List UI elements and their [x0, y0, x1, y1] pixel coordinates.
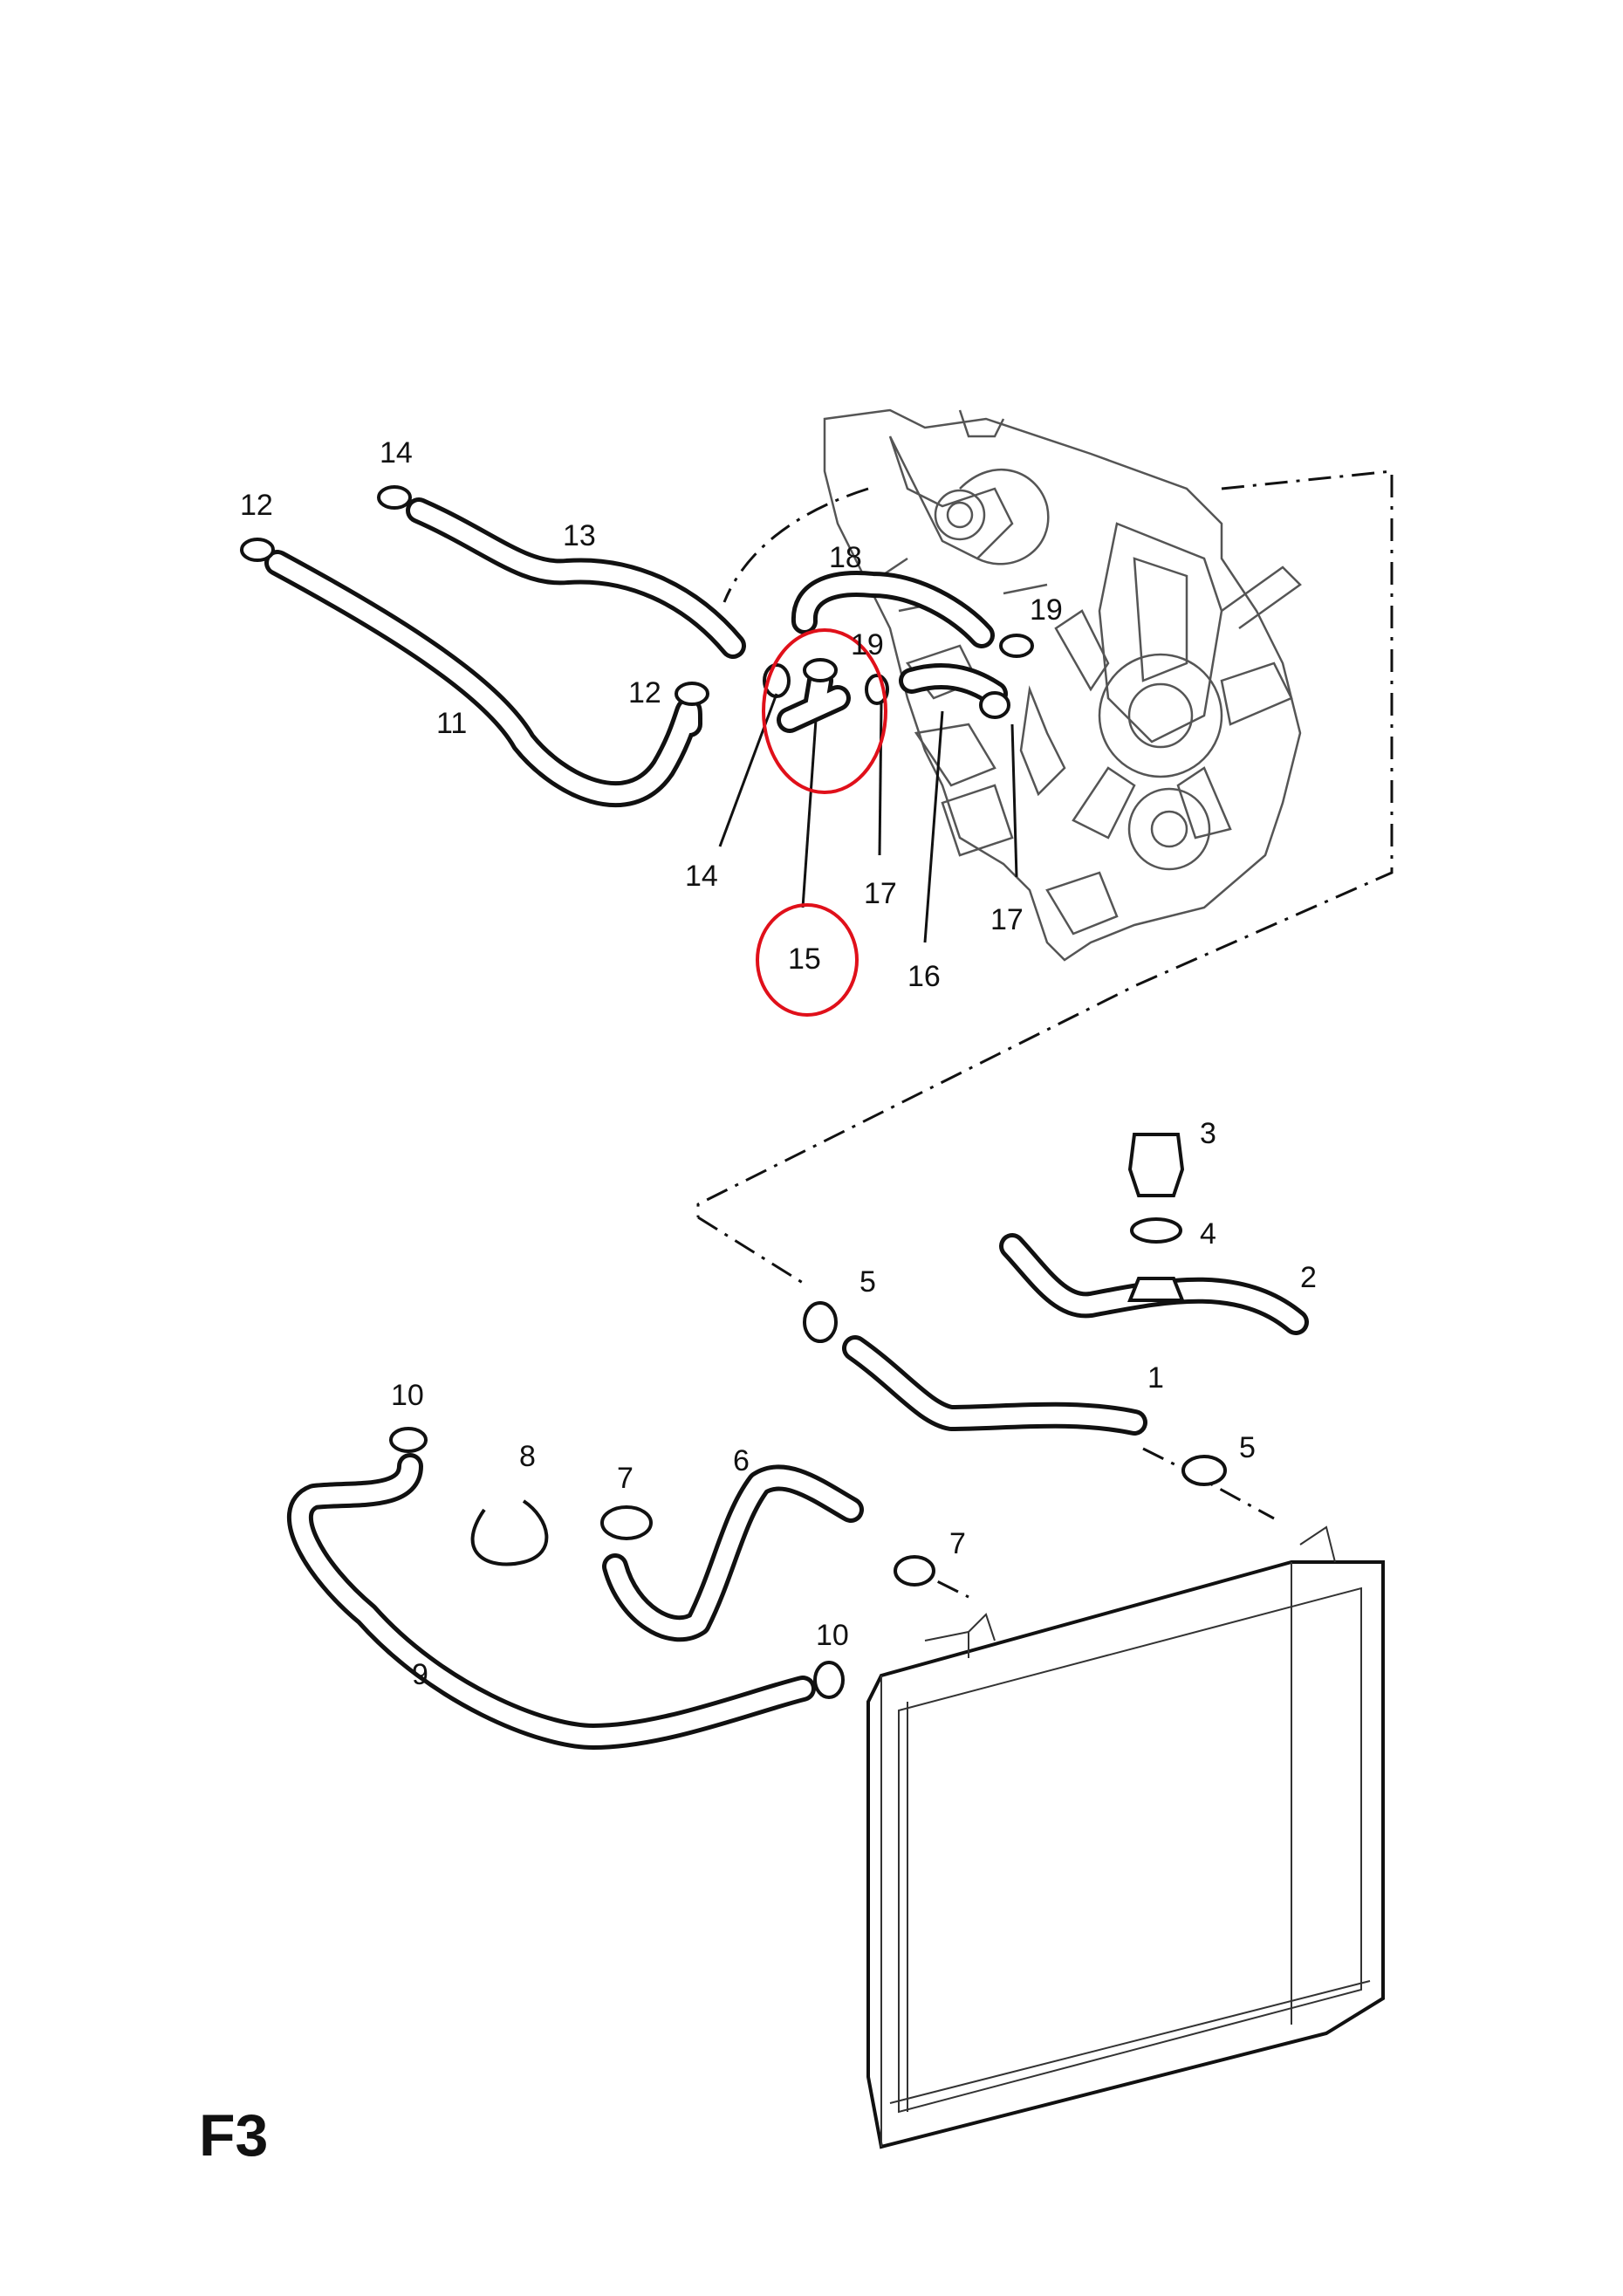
sheet-code: F3	[199, 2102, 268, 2169]
clamp-10-top	[389, 1427, 428, 1453]
clamp-14-top	[377, 485, 412, 510]
clamp-5-upper	[803, 1301, 838, 1343]
callout-12-mid: 12	[628, 676, 661, 709]
callout-12-upper: 12	[240, 489, 273, 522]
callout-18: 18	[829, 541, 862, 574]
clamp-5-lower	[1181, 1455, 1227, 1486]
clamp-12-mid	[675, 682, 709, 706]
hose-9	[286, 1453, 816, 1750]
callout-1: 1	[1147, 1361, 1164, 1395]
cap-3	[1127, 1133, 1185, 1197]
callout-7-left: 7	[617, 1462, 633, 1495]
clamp-19-right	[999, 634, 1034, 658]
callout-16: 16	[907, 960, 941, 993]
radiator	[866, 1525, 1385, 2149]
callout-19-right: 19	[1030, 593, 1063, 627]
clamp-7-left	[600, 1505, 653, 1540]
callout-2: 2	[1300, 1261, 1317, 1294]
clamp-8	[470, 1499, 549, 1566]
callouts: 14 12 13 18 19 19 12 11 14 17 17 15 16 3…	[240, 436, 1317, 1691]
clamp-19-mid	[803, 658, 838, 682]
callout-4: 4	[1200, 1217, 1216, 1251]
upper-leaders	[718, 693, 1018, 943]
clamp-12-top	[240, 538, 275, 562]
callout-6: 6	[733, 1444, 750, 1477]
callout-15: 15	[788, 942, 821, 976]
callout-10-upper: 10	[391, 1379, 424, 1412]
lower-hoses	[286, 1233, 1309, 1750]
callout-7-right: 7	[949, 1527, 966, 1560]
callout-13: 13	[563, 519, 596, 552]
callout-17-left: 17	[864, 877, 897, 910]
lower-parts	[389, 1133, 1227, 1699]
callout-5-lower: 5	[1239, 1431, 1256, 1464]
callout-17-right: 17	[990, 903, 1024, 936]
boundary-lines	[696, 469, 1394, 1599]
highlight-ring-label	[756, 903, 859, 1017]
fitting-2	[1127, 1277, 1185, 1302]
callout-19-mid: 19	[851, 628, 884, 661]
clamp-10-bottom	[813, 1661, 845, 1699]
part-15-highlight	[756, 628, 887, 1017]
clamp-7-right	[894, 1555, 935, 1587]
clamp-17-right	[979, 691, 1010, 719]
seal-4	[1130, 1217, 1182, 1244]
upper-hoses	[264, 497, 1008, 808]
callout-3: 3	[1200, 1117, 1216, 1150]
callout-8: 8	[519, 1440, 536, 1473]
callout-14-upper: 14	[380, 436, 413, 469]
callout-5-upper: 5	[859, 1265, 876, 1299]
highlight-ring-part	[762, 628, 887, 794]
callout-11: 11	[436, 707, 467, 740]
callout-14-lower: 14	[685, 860, 718, 893]
callout-9: 9	[412, 1658, 428, 1691]
callout-10-lower: 10	[816, 1619, 849, 1652]
